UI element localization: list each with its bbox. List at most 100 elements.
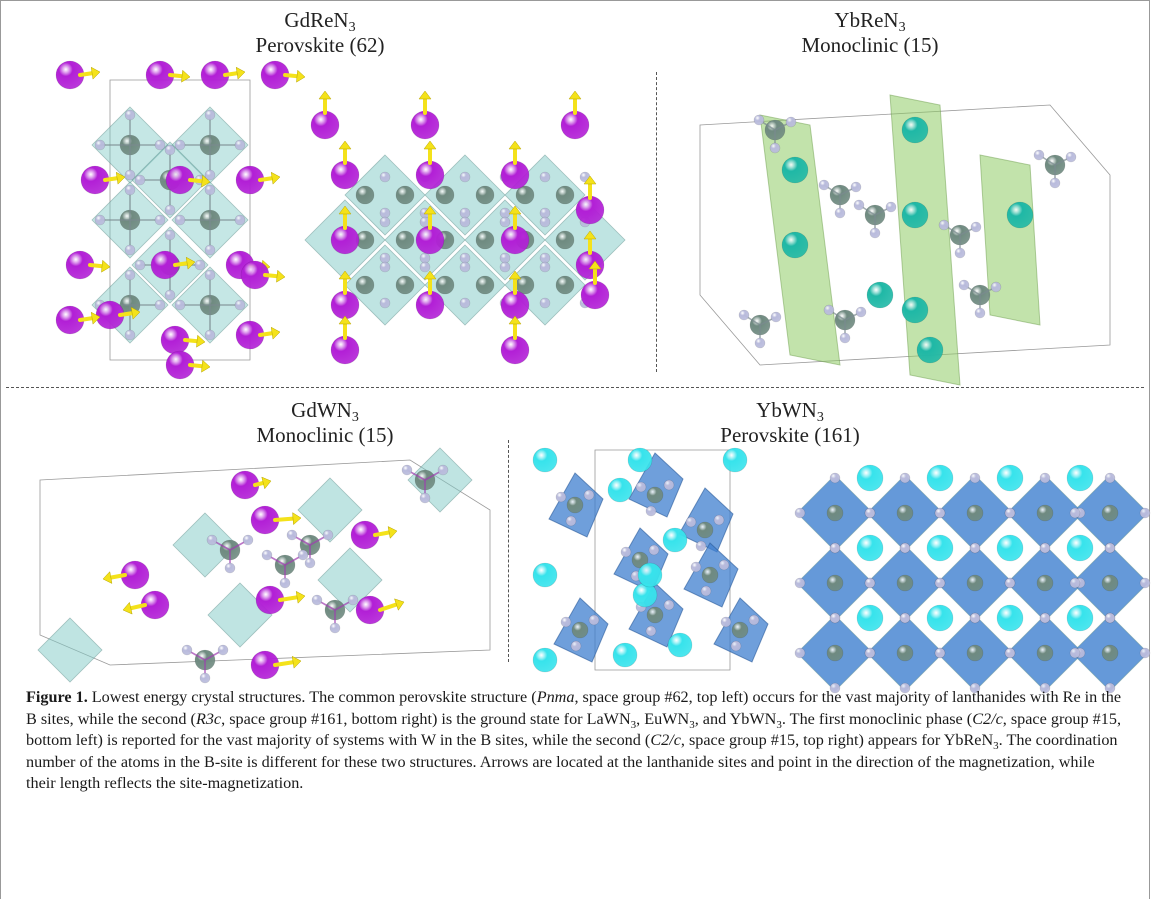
polyhedron	[172, 512, 238, 578]
n-atom	[286, 529, 298, 541]
figure-caption: Figure 1. Lowest energy crystal structur…	[26, 688, 1122, 792]
magnetization-arrow-head	[318, 90, 332, 100]
n-atom	[645, 625, 657, 637]
n-atom	[864, 577, 876, 589]
yb-atom	[926, 534, 954, 562]
b-site-atom	[896, 574, 914, 592]
n-atom	[990, 281, 1002, 293]
polyhedron	[317, 547, 383, 613]
magnetization-arrow-head	[423, 270, 437, 280]
unit-cell-edge	[699, 104, 1111, 366]
n-atom	[620, 546, 632, 558]
n-atom	[539, 261, 551, 273]
n-atom	[864, 647, 876, 659]
n-atom	[974, 307, 986, 319]
magnetization-arrow-head	[261, 476, 272, 490]
n-atom	[954, 247, 966, 259]
n-atom	[174, 299, 186, 311]
n-atom	[588, 614, 600, 626]
b-site-atom	[1101, 574, 1119, 592]
b-site-atom	[646, 486, 664, 504]
n-atom	[206, 534, 218, 546]
polyhedron	[544, 199, 626, 281]
magnetization-arrow-head	[508, 140, 522, 150]
n-atom	[242, 534, 254, 546]
n-atom	[539, 297, 551, 309]
n-atom	[234, 299, 246, 311]
gd-atom	[330, 225, 360, 255]
ybwn3-perovskite-structure-a	[532, 447, 769, 673]
n-atom	[1104, 472, 1116, 484]
b-site-atom	[826, 574, 844, 592]
magnetization-arrow-head	[181, 69, 191, 83]
n-atom	[753, 114, 765, 126]
yb-atom	[612, 642, 638, 668]
n-atom	[938, 219, 950, 231]
b-site-atom	[1036, 504, 1054, 522]
n-atom	[204, 244, 216, 256]
n-atom	[834, 207, 846, 219]
n-atom	[379, 216, 391, 228]
magnetization-arrow-head	[292, 512, 302, 526]
magnetization-arrow-head	[394, 598, 405, 611]
yb-atom	[926, 464, 954, 492]
n-atom	[869, 227, 881, 239]
n-atom	[1139, 507, 1151, 519]
n-atom	[555, 491, 567, 503]
yb-atom	[607, 477, 633, 503]
n-atom	[770, 311, 782, 323]
n-atom	[94, 139, 106, 151]
magnetization-arrow-head	[276, 269, 286, 283]
n-atom	[769, 142, 781, 154]
yb-atom	[856, 604, 884, 632]
n-atom	[899, 682, 911, 694]
b-site-atom	[355, 275, 375, 295]
n-atom	[234, 139, 246, 151]
n-atom	[124, 244, 136, 256]
magnetization-arrow-head	[130, 306, 141, 320]
n-atom	[154, 299, 166, 311]
yb-atom	[667, 632, 693, 658]
n-atom	[934, 647, 946, 659]
n-atom	[204, 269, 216, 281]
n-atom	[899, 612, 911, 624]
n-atom	[754, 337, 766, 349]
n-atom	[934, 577, 946, 589]
gd-atom	[575, 195, 605, 225]
n-atom	[969, 542, 981, 554]
n-atom	[560, 616, 572, 628]
n-atom	[969, 612, 981, 624]
horizontal-divider	[6, 387, 1144, 388]
magnetization-arrow-head	[102, 571, 113, 584]
gd-atom	[410, 110, 440, 140]
n-atom	[855, 306, 867, 318]
b-site-atom	[826, 644, 844, 662]
magnetization-arrow-head	[270, 326, 281, 340]
b-site-atom	[555, 230, 575, 250]
n-atom	[204, 169, 216, 181]
n-atom	[379, 297, 391, 309]
magnetization-arrow-head	[185, 256, 196, 270]
b-site-atom	[515, 185, 535, 205]
n-atom	[379, 261, 391, 273]
n-atom	[685, 516, 697, 528]
vertical-divider-top	[656, 72, 657, 372]
n-atom	[690, 561, 702, 573]
b-site-atom	[1101, 644, 1119, 662]
polyhedron	[37, 617, 103, 683]
n-atom	[570, 640, 582, 652]
yb-atom	[637, 562, 663, 588]
n-atom	[850, 181, 862, 193]
magnetization-arrow-head	[201, 359, 211, 373]
n-atom	[730, 640, 742, 652]
magnetization-arrow-head	[588, 260, 602, 270]
n-atom	[499, 252, 511, 264]
magnetization-arrow-head	[201, 174, 211, 188]
b-site-atom	[701, 566, 719, 584]
n-atom	[864, 507, 876, 519]
b-site-atom	[395, 185, 415, 205]
n-atom	[839, 332, 851, 344]
gdren3-perovskite-structure-b	[304, 90, 626, 365]
n-atom	[1069, 647, 1081, 659]
b-site-atom	[395, 275, 415, 295]
